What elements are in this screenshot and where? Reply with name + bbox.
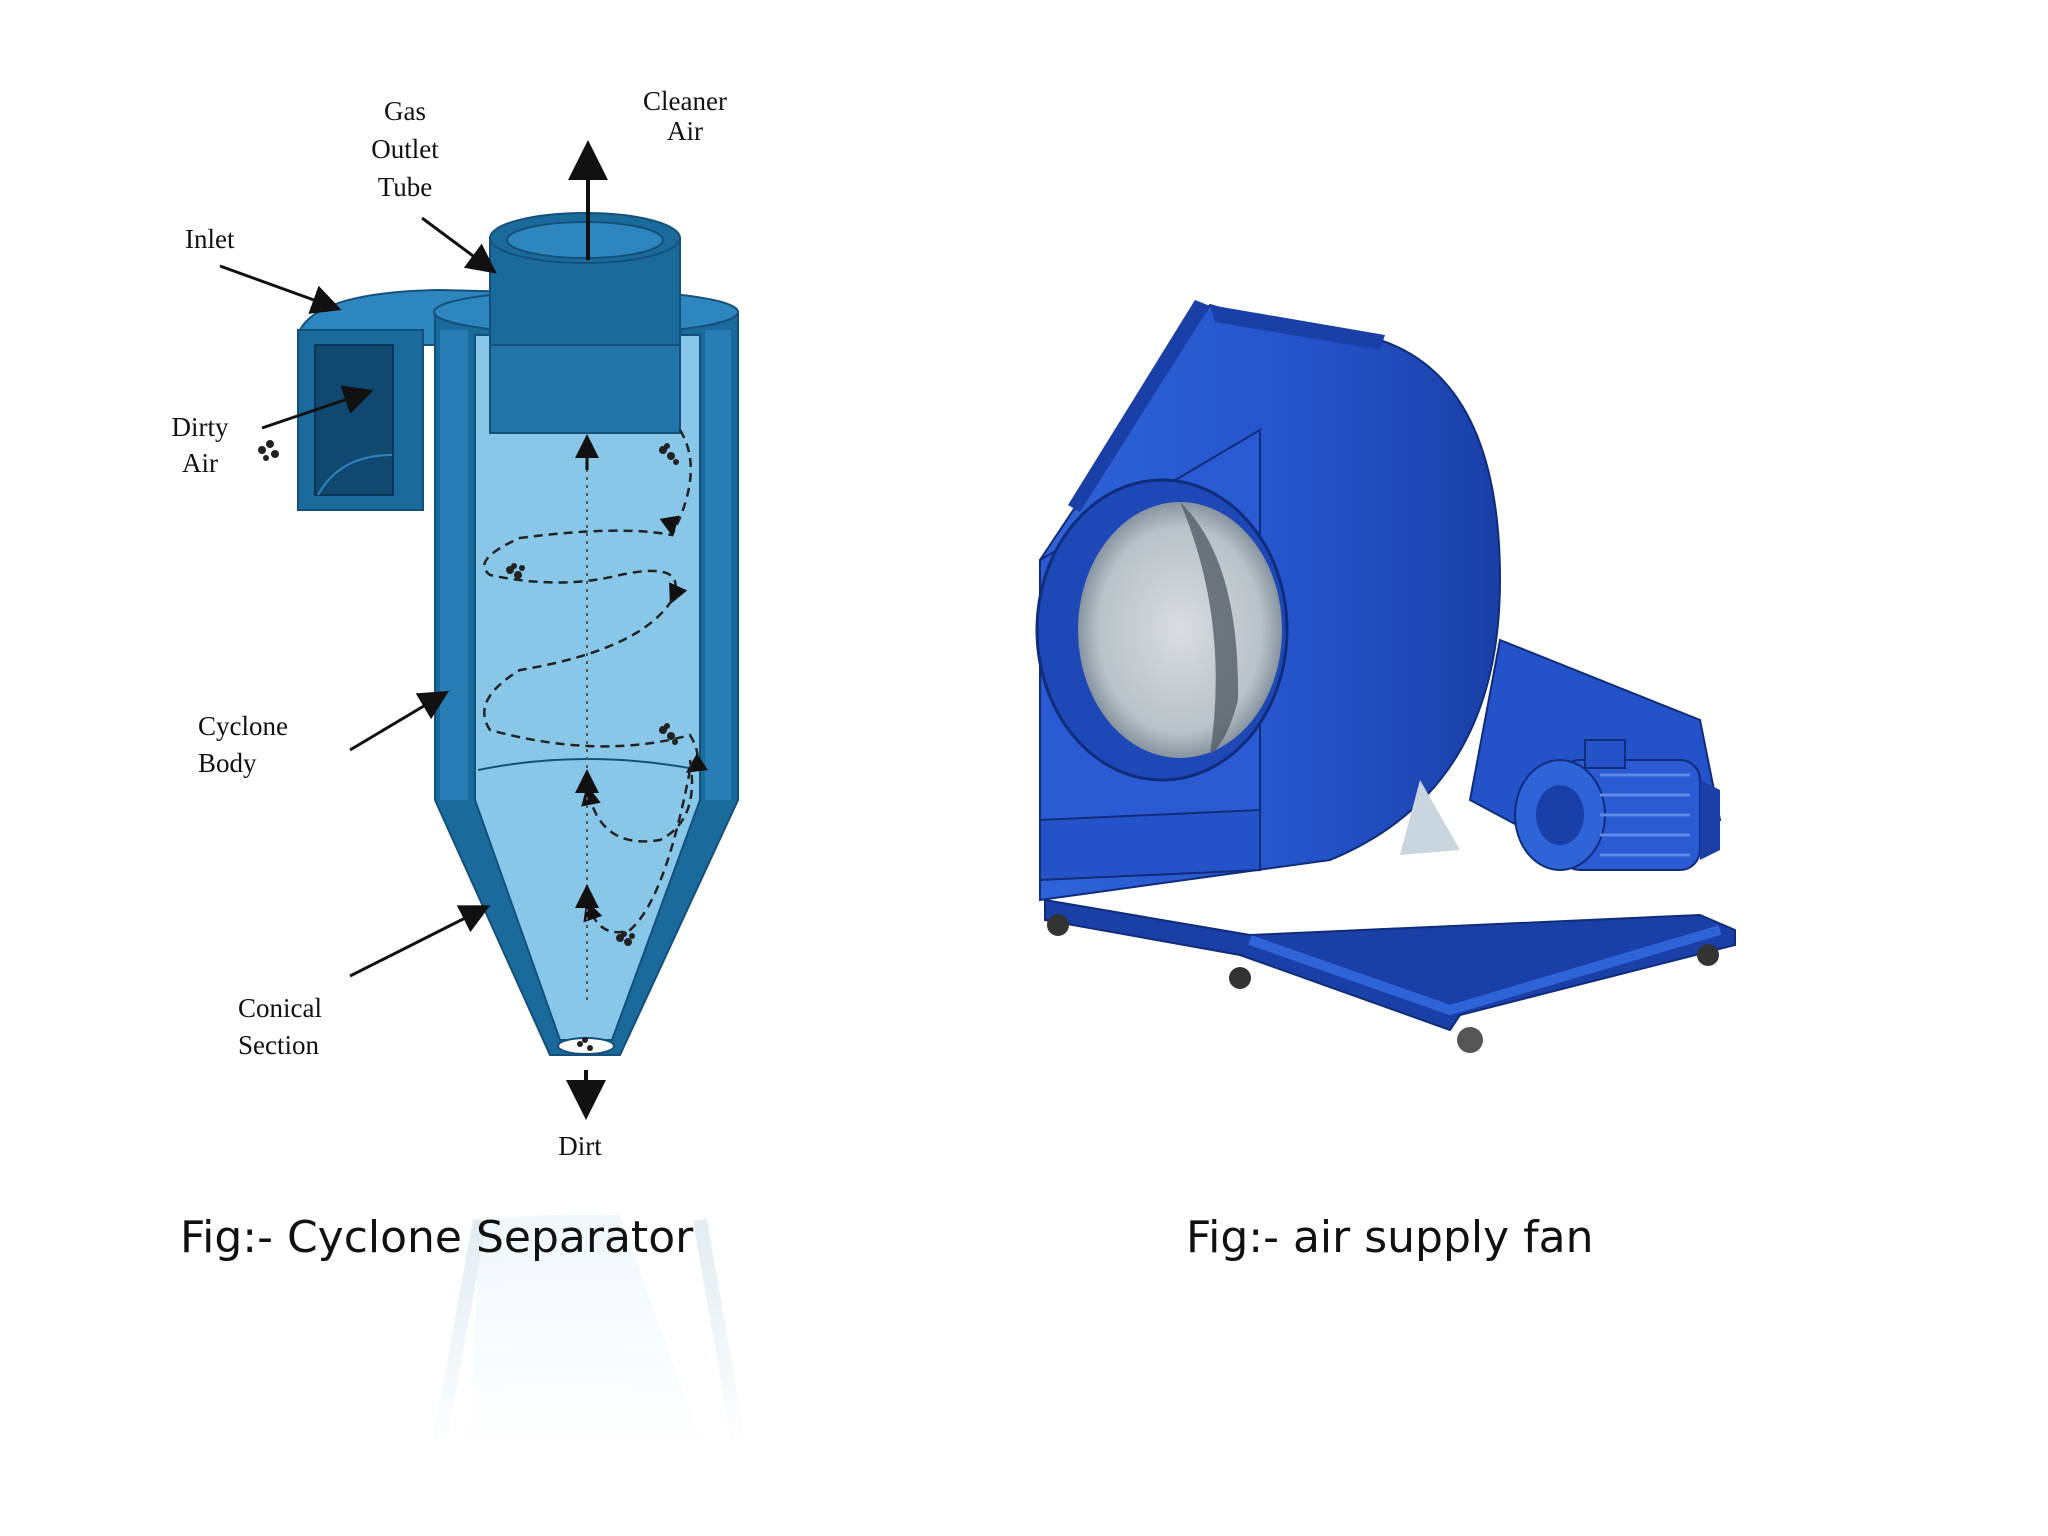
cyclone-caption: Fig:- Cyclone Separator bbox=[180, 1212, 694, 1263]
fan-motor bbox=[1514, 739, 1720, 871]
label-cyclone-body-line1: Cyclone bbox=[198, 711, 288, 741]
label-gas-outlet-line1: Gas bbox=[384, 96, 426, 126]
cyclone-diagram bbox=[219, 140, 739, 1120]
reflection-fade bbox=[140, 1160, 1010, 1460]
label-cleaner-air-line2: Air bbox=[667, 116, 703, 146]
label-gas-outlet-line2: Outlet bbox=[371, 134, 439, 164]
label-conical-line2: Section bbox=[238, 1030, 319, 1060]
label-inlet: Inlet bbox=[185, 224, 235, 254]
label-dirt: Dirt bbox=[558, 1131, 602, 1161]
label-cleaner-air-line1: Cleaner bbox=[643, 86, 727, 116]
fan-intake bbox=[1078, 502, 1282, 758]
inlet-opening bbox=[314, 344, 394, 496]
label-conical-line1: Conical bbox=[238, 993, 322, 1023]
vortex-flow bbox=[483, 429, 709, 934]
cyclone-labels: Gas Outlet Tube Cleaner Air Inlet Dirty … bbox=[172, 86, 727, 1161]
fan-base-frame bbox=[1044, 898, 1736, 1032]
fan-illustration bbox=[1035, 300, 1736, 1053]
label-dirty-air-line1: Dirty bbox=[172, 412, 229, 442]
dirt-particles bbox=[258, 440, 679, 1051]
label-gas-outlet-line3: Tube bbox=[378, 172, 433, 202]
label-cyclone-body-line2: Body bbox=[198, 748, 257, 778]
fan-caption: Fig:- air supply fan bbox=[1186, 1212, 1594, 1263]
label-dirty-air-line2: Air bbox=[182, 448, 218, 478]
